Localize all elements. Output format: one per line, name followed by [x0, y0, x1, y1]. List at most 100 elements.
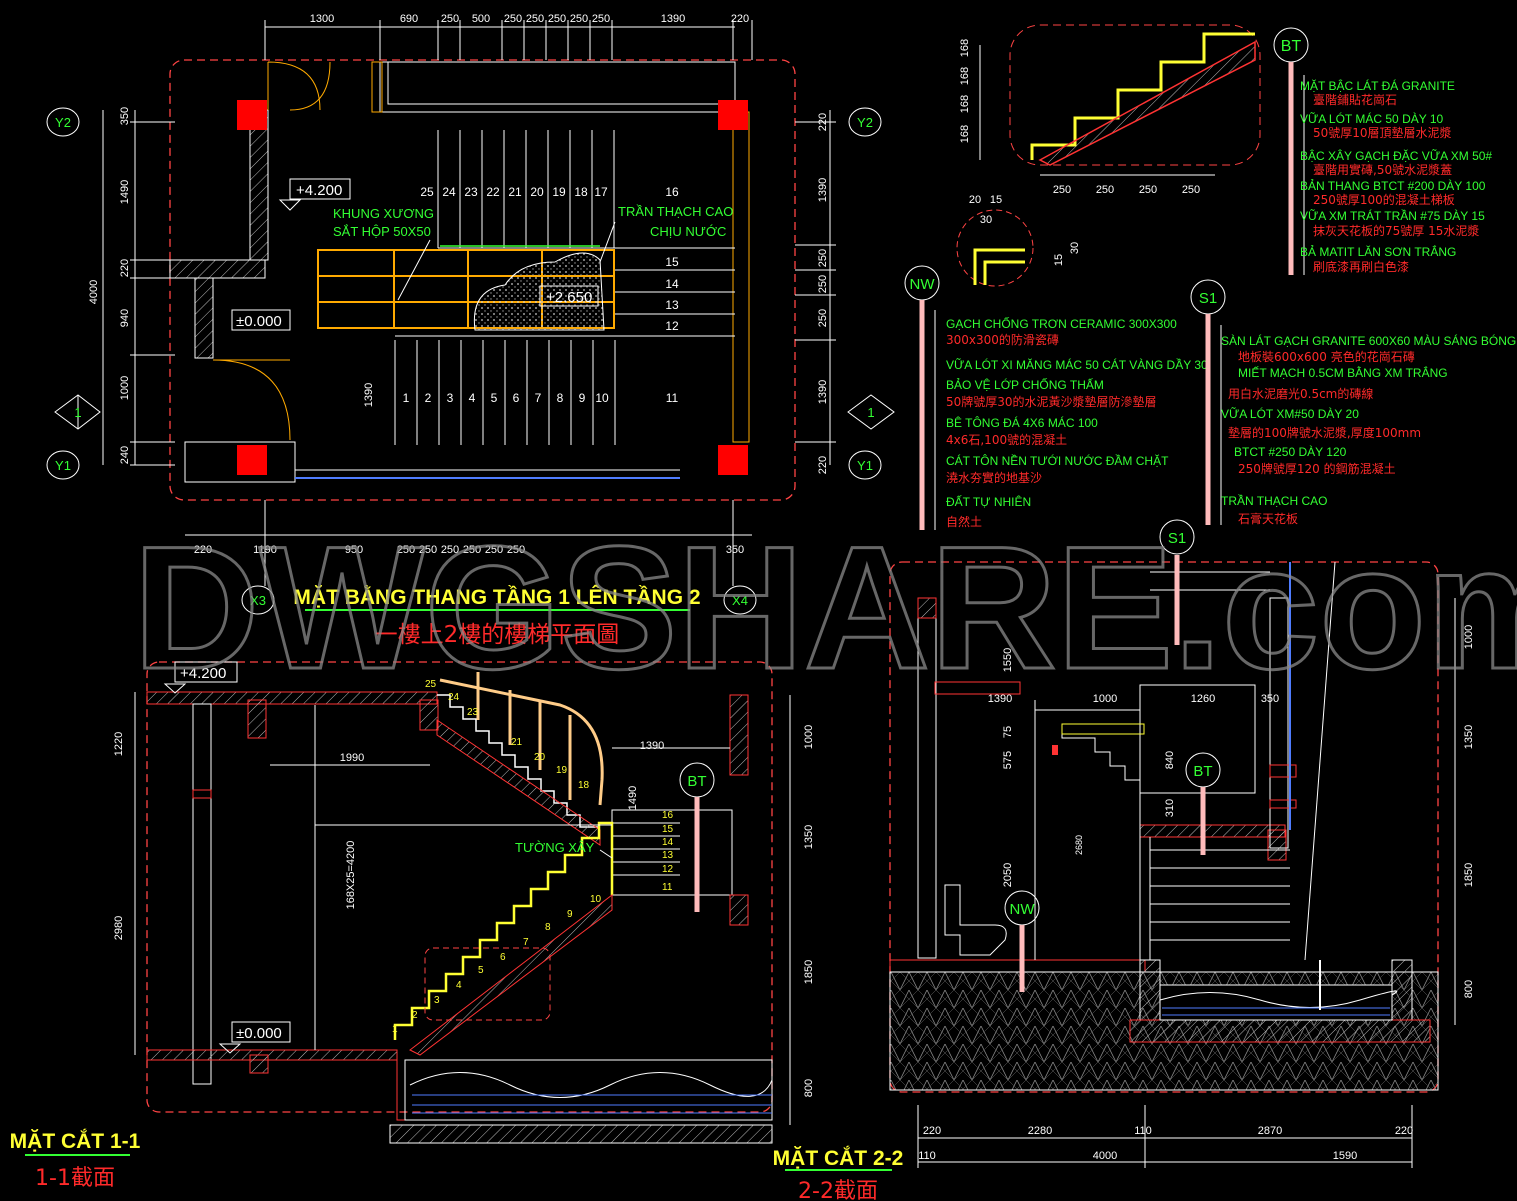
- detail-nw: NW GẠCH CHỐNG TRƠN CERAMIC 300X300 300x3…: [904, 265, 1208, 530]
- nw-note-cn: 300x300的防滑瓷磚: [946, 332, 1059, 347]
- s11-step: 4: [456, 980, 462, 991]
- bt-nosing-dim: 15: [990, 194, 1002, 206]
- s11-step: 8: [545, 922, 551, 933]
- plan-right-dim: 220: [817, 113, 829, 131]
- s22-right-dim: 1350: [1463, 725, 1475, 749]
- plan-top-dim: 250: [441, 13, 459, 25]
- bt-nosing-dim: 30: [1069, 242, 1081, 254]
- s22-inner-dim: 310: [1164, 799, 1176, 817]
- s22-inner-dim: 1260: [1191, 693, 1215, 705]
- plan-right-dim: 220: [817, 456, 829, 474]
- plan-top-dim: 500: [472, 13, 490, 25]
- plan-step-number: 5: [491, 391, 498, 405]
- plan-step-number: 13: [665, 298, 679, 312]
- section-mark: 1: [847, 394, 895, 430]
- s11-step: 15: [662, 824, 674, 835]
- plan-right-dim: 250: [817, 309, 829, 327]
- plan-inner-dim: 1390: [363, 383, 375, 407]
- nw-note-vi: VỮA LÓT XI MĂNG MÁC 50 CÁT VÀNG DẦY 30: [946, 357, 1208, 372]
- plan-bottom-dim: 250: [397, 544, 415, 556]
- plan-right-dim: 250: [817, 249, 829, 267]
- watermark: DWGSHARE.com: [133, 511, 1517, 706]
- plan-top-dim: 250: [504, 13, 522, 25]
- frame-label-line2: SẮT HỘP 50X50: [333, 224, 431, 239]
- s11-step: 13: [662, 850, 674, 861]
- plan-step-number: 19: [552, 185, 566, 199]
- s22-inner-dim: 840: [1164, 751, 1176, 769]
- column: [718, 445, 748, 475]
- plan-step-number: 23: [464, 185, 478, 199]
- plan-left-dim: 240: [119, 446, 131, 464]
- bt-note-vi: BẢ MATIT LĂN SƠN TRẮNG: [1300, 244, 1456, 259]
- s22-tag: S1: [1168, 530, 1186, 547]
- bt-note-vi: VỮA XM TRÁT TRẦN #75 DÀY 15: [1300, 208, 1485, 223]
- column: [718, 100, 748, 130]
- plan-step-number: 8: [557, 391, 564, 405]
- s11-dim-1990: 1990: [340, 752, 364, 764]
- s1-note-cn: 250牌號厚120 的鋼筋混凝土: [1238, 461, 1396, 476]
- s1-note-vi: BTCT #250 DÀY 120: [1234, 444, 1347, 459]
- nw-tag: NW: [910, 276, 936, 293]
- plan-step-number: 15: [665, 255, 679, 269]
- bt-note-cn: 臺階鋪貼花崗石: [1313, 92, 1397, 107]
- s1-note-vi: SÀN LÁT GẠCH GRANITE 600X60 MÀU SÁNG BÓN…: [1221, 333, 1516, 348]
- s11-step: 3: [434, 995, 440, 1006]
- axis-bubble: X3: [241, 585, 275, 615]
- bt-note-vi: BẢN THANG BTCT #200 DÀY 100: [1300, 178, 1486, 193]
- s11-step: 12: [662, 864, 674, 875]
- plan-step-number: 22: [486, 185, 500, 199]
- s22-tag: BT: [1193, 763, 1212, 780]
- plan-step-number: 24: [442, 185, 456, 199]
- bt-run-dim: 250: [1139, 184, 1157, 196]
- nw-note-vi: GẠCH CHỐNG TRƠN CERAMIC 300X300: [946, 316, 1177, 331]
- s22-inner-dim: 2680: [1074, 835, 1084, 855]
- svg-text:Y1: Y1: [857, 458, 873, 473]
- s11-bt-tag: BT: [687, 773, 706, 790]
- s22-bottom-dim: 110: [1134, 1125, 1152, 1137]
- s1-note-vi: TRẦN THẠCH CAO: [1221, 493, 1327, 508]
- plan-step-number: 6: [513, 391, 520, 405]
- ceiling-label-line2: CHỊU NƯỚC: [650, 224, 726, 239]
- section-1-1: 1990 1390 1490 168X25=4200 1220 2980 100…: [10, 661, 815, 1191]
- plan-title: MẶT BẰNG THANG TẦNG 1 LÊN TẦNG 2: [293, 585, 700, 609]
- s11-step: 1: [392, 1024, 398, 1035]
- s22-inner-dim: 75: [1002, 726, 1014, 738]
- plan-step-number: 21: [508, 185, 522, 199]
- svg-text:1: 1: [867, 405, 874, 420]
- s11-title: MẶT CẮT 1-1: [10, 1129, 141, 1153]
- nw-note-vi: ĐẤT TỰ NHIÊN: [946, 494, 1031, 509]
- nw-note-cn: 50牌號厚30的水泥黃沙漿墊層防滲墊層: [946, 394, 1157, 409]
- s1-note-vi: VỮA LÓT XM#50 DÀY 20: [1221, 406, 1359, 421]
- svg-text:X4: X4: [732, 593, 748, 608]
- plan-step-number: 17: [594, 185, 608, 199]
- plan-bottom-dim: 220: [194, 544, 212, 556]
- bt-note-cn: 抹灰天花板的75號厚 15水泥漿: [1313, 223, 1479, 238]
- s11-step: 11: [662, 882, 673, 893]
- bt-note-cn: 250號厚100的混凝土梯板: [1313, 192, 1455, 207]
- axis-bubble: Y2: [848, 107, 882, 137]
- plan-right-dim: 1390: [817, 178, 829, 202]
- plan-step-number: 11: [666, 391, 679, 405]
- s11-right-dim: 800: [803, 1079, 815, 1097]
- detail-s1: S1 SÀN LÁT GẠCH GRANITE 600X60 MÀU SÁNG …: [1190, 279, 1516, 526]
- axis-bubble: Y2: [46, 107, 80, 137]
- s11-step: 14: [662, 837, 674, 848]
- axis-bubble: X4: [723, 585, 757, 615]
- s11-level-base: ±0.000: [236, 1025, 282, 1042]
- s22-bottom-dim: 2280: [1028, 1125, 1052, 1137]
- plan-bottom-dim: 250: [485, 544, 503, 556]
- s11-step: 16: [662, 810, 674, 821]
- s22-bottom-dim: 2870: [1258, 1125, 1282, 1137]
- plan-boundary: [169, 59, 796, 501]
- s11-step: 18: [578, 780, 590, 791]
- plan-left-dim: 220: [119, 259, 131, 277]
- axis-bubble: Y1: [46, 450, 80, 480]
- s11-step: 25: [425, 679, 437, 690]
- svg-text:Y2: Y2: [857, 115, 873, 130]
- plan-left-dim: 940: [119, 309, 131, 327]
- stair-plan: 1300 690 250 500 250 250 250 250 250 139…: [46, 13, 895, 648]
- plan-step-number: 16: [665, 185, 679, 199]
- plan-right-dim: 1390: [817, 380, 829, 404]
- s11-step: 2: [412, 1010, 418, 1021]
